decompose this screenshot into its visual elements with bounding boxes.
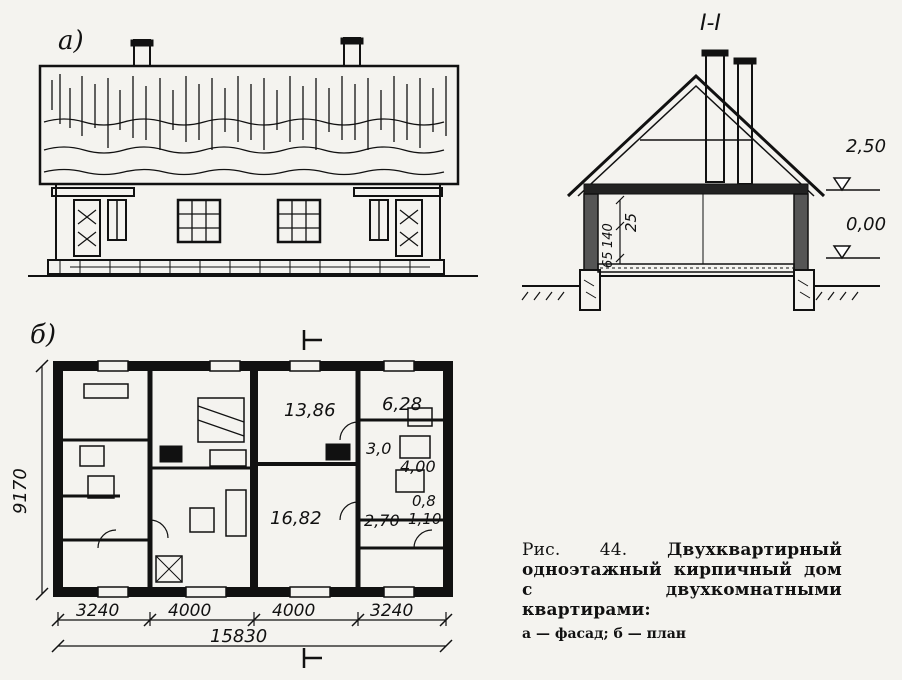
room-area-16-82: 16,82 <box>270 508 322 529</box>
caption-fig-number: Рис. 44. <box>522 540 628 560</box>
dim-bottom-3: 4000 <box>272 601 315 621</box>
figure-caption: Рис. 44. Двухквартирный одноэтажный кирп… <box>522 540 842 644</box>
room-area-6-28: 6,28 <box>382 394 422 415</box>
dim-total: 15830 <box>210 626 267 647</box>
dim-height: 9170 <box>10 468 31 514</box>
wall-dim-140: 140 <box>601 223 616 248</box>
room-area-3-0: 3,0 <box>366 439 391 458</box>
room-area-2-70: 2,70 <box>364 511 400 530</box>
level-2-50: 2,50 <box>846 136 886 157</box>
dim-bottom-2: 4000 <box>168 601 211 621</box>
level-0-00: 0,00 <box>846 214 886 235</box>
caption-title: Двухквартирный одноэтажный кирпичный дом… <box>522 540 842 620</box>
section-drawing <box>521 49 880 311</box>
section-title: I-I <box>700 11 721 36</box>
door-right <box>395 199 423 257</box>
caption-main: Рис. 44. Двухквартирный одноэтажный кирп… <box>522 540 842 620</box>
facade-drawing <box>28 37 478 277</box>
wall-dim-25: 25 <box>622 213 640 232</box>
room-area-4-00: 4,00 <box>400 457 436 476</box>
plan-drawing <box>35 330 453 668</box>
wall-dim-65: 65 <box>601 251 616 268</box>
door-left <box>73 199 101 257</box>
dim-bottom-4: 3240 <box>370 601 413 621</box>
window-right <box>276 198 322 244</box>
room-area-1-10: 1,10 <box>408 510 441 528</box>
room-area-0-8: 0,8 <box>412 492 436 510</box>
dim-bottom-1: 3240 <box>76 601 119 621</box>
window-left <box>176 198 222 244</box>
room-area-13-86: 13,86 <box>284 400 336 421</box>
gable-roof <box>566 73 826 198</box>
facade-label: а) <box>58 26 84 56</box>
caption-legend: а — фасад; б — план <box>522 626 687 642</box>
plan-label: б) <box>30 320 57 350</box>
